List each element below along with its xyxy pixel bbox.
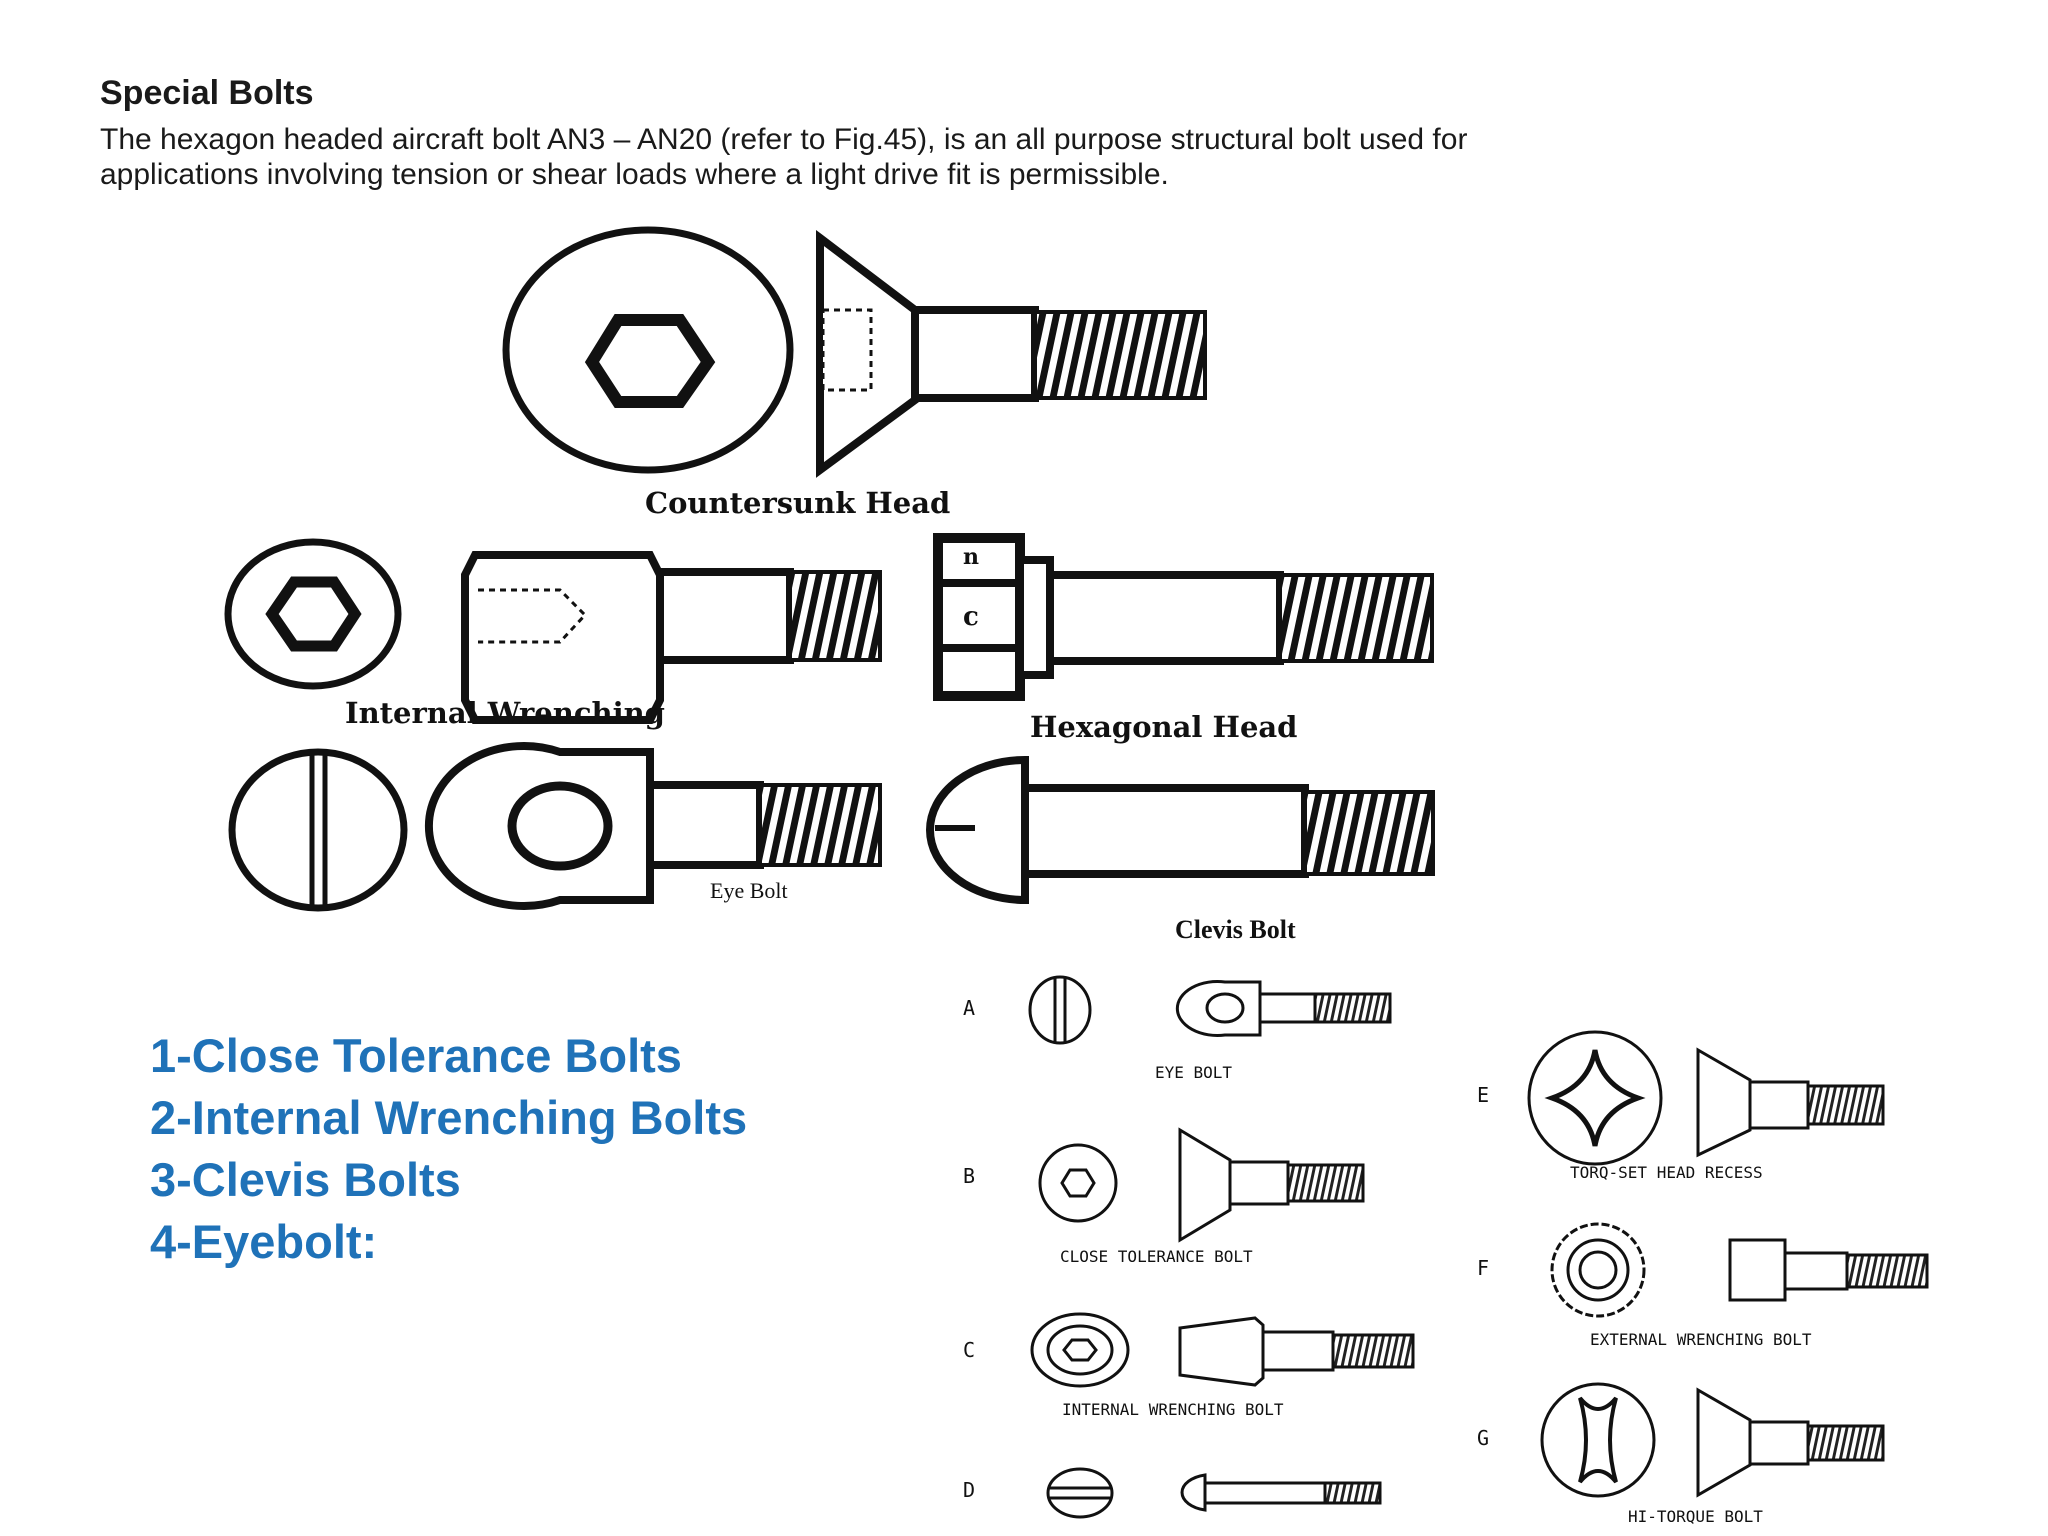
list-item: 2-Internal Wrenching Bolts (150, 1091, 748, 1144)
caption-eye-bolt: Eye Bolt (710, 878, 788, 903)
bolt-type-list: 1-Close Tolerance Bolts 2-Internal Wrenc… (150, 1025, 747, 1273)
caption-hi-torque: HI-TORQUE BOLT (1628, 1507, 1763, 1526)
caption-torq-set: TORQ-SET HEAD RECESS (1570, 1163, 1763, 1182)
caption-close-tolerance: CLOSE TOLERANCE BOLT (1060, 1247, 1253, 1266)
eye-bolt-drawing (228, 742, 882, 912)
list-item: 1-Close Tolerance Bolts (150, 1029, 682, 1082)
small-hi-torque-bolt (1540, 1382, 1885, 1498)
hexagonal-head-bolt-drawing (933, 533, 1434, 701)
caption-internal-wrenching: Internal Wrenching (345, 696, 665, 730)
letter-d: D (963, 1478, 975, 1502)
caption-external-wrenching: EXTERNAL WRENCHING BOLT (1590, 1330, 1812, 1349)
hex-head-mark-1: n (963, 544, 979, 570)
letter-g: G (1477, 1426, 1489, 1450)
caption-internal-wrenching-small: INTERNAL WRENCHING BOLT (1062, 1400, 1284, 1419)
small-eye-bolt (1028, 975, 1392, 1045)
letter-f: F (1477, 1256, 1489, 1280)
small-internal-wrenching-bolt (1030, 1312, 1415, 1388)
letter-e: E (1477, 1083, 1489, 1107)
caption-small-eye-bolt: EYE BOLT (1155, 1063, 1232, 1082)
page-heading: Special Bolts (100, 74, 314, 112)
hex-head-mark-2: c (963, 602, 979, 632)
list-item: 3-Clevis Bolts (150, 1153, 461, 1206)
caption-countersunk: Countersunk Head (645, 486, 950, 520)
small-external-wrenching-bolt (1550, 1222, 1929, 1318)
small-torq-set-bolt (1527, 1030, 1885, 1166)
clevis-bolt-drawing (926, 755, 1435, 905)
caption-hexagonal-head: Hexagonal Head (1030, 710, 1297, 744)
countersunk-bolt-drawing (502, 226, 1207, 478)
list-item: 4-Eyebolt: (150, 1215, 378, 1268)
letter-b: B (963, 1164, 975, 1188)
internal-wrenching-bolt-drawing (224, 538, 882, 724)
caption-clevis-bolt: Clevis Bolt (1175, 915, 1296, 944)
intro-paragraph: The hexagon headed aircraft bolt AN3 – A… (100, 123, 1468, 191)
letter-c: C (963, 1338, 975, 1362)
letter-a: A (963, 996, 975, 1020)
small-close-tolerance-bolt (1038, 1127, 1365, 1243)
small-slotted-bolt (1046, 1467, 1382, 1519)
